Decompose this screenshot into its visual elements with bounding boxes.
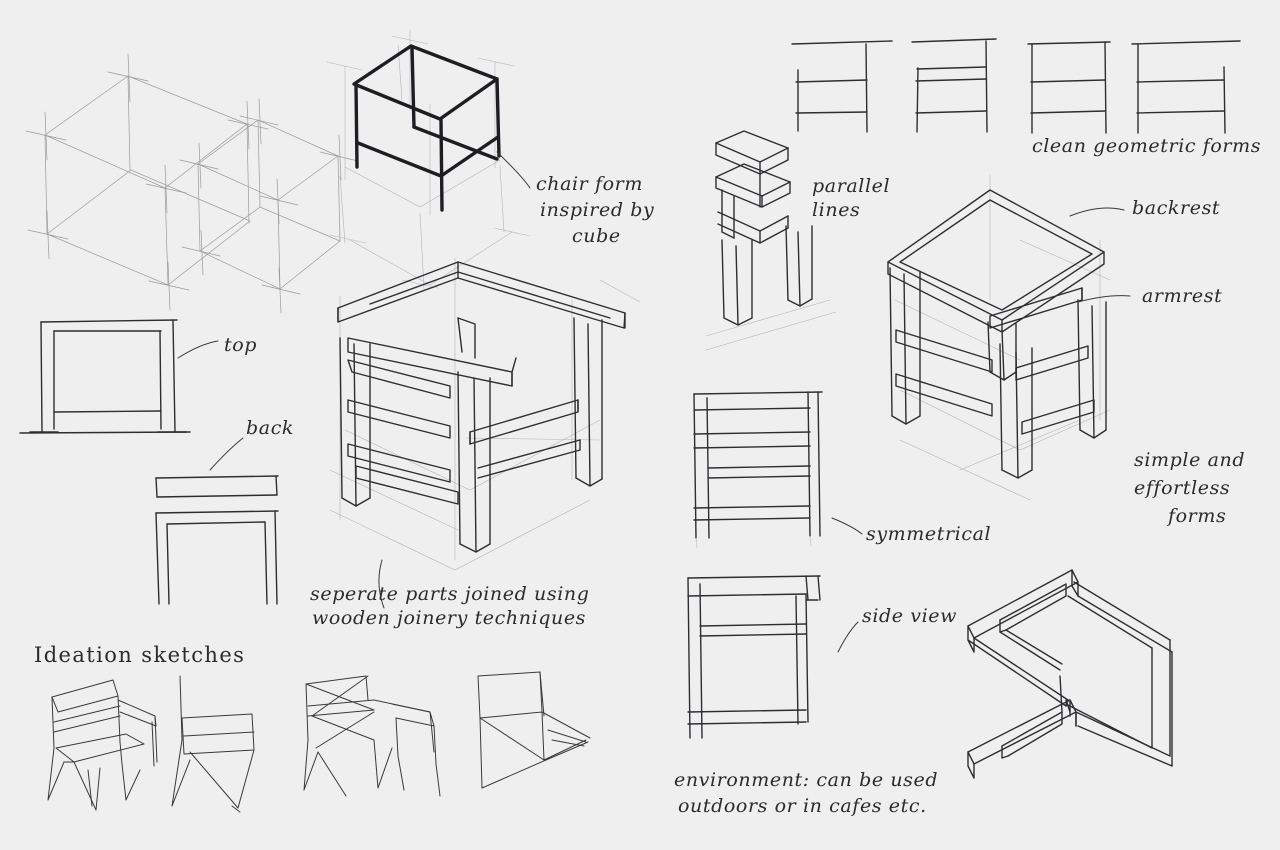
environment-note: environment: can be used outdoors or in …: [674, 769, 938, 817]
annotation-back: back: [246, 417, 294, 439]
annotation-joinery-line2: wooden joinery techniques: [312, 607, 586, 629]
iso-side-form-sketch: [967, 569, 1173, 779]
detailed-chair-sketch: backrest armrest simple and effortless f…: [887, 174, 1245, 527]
annotation-parallel-line2: lines: [812, 199, 860, 221]
annotation-backrest: backrest: [1132, 197, 1220, 219]
chair-form-callout: chair form inspired by cube: [496, 151, 654, 247]
cube-chair-frame-sketch: [326, 29, 531, 290]
construction-cubes-sketch: [25, 53, 359, 314]
annotation-simple-line1: simple and: [1134, 449, 1245, 471]
armrest-study-sketch: parallel lines: [705, 130, 890, 351]
annotation-joinery-line1: seperate parts joined using: [310, 583, 589, 605]
annotation-parallel-line1: parallel: [812, 175, 890, 197]
annotation-side-view: side view: [862, 605, 957, 627]
annotation-top: top: [224, 334, 257, 356]
ideation-sketches-group: Ideation sketches: [34, 643, 591, 813]
annotation-simple-line3: forms: [1166, 505, 1226, 527]
back-view-sketch: back: [155, 417, 294, 605]
front-slats-sketch: symmetrical: [693, 391, 991, 549]
annotation-chair-form-line3: cube: [572, 225, 621, 247]
annotation-clean-forms: clean geometric forms: [1032, 135, 1261, 157]
top-view-sketch: top: [19, 319, 257, 434]
annotation-ideation-title: Ideation sketches: [34, 643, 245, 667]
frame-studies-sketch: clean geometric forms: [791, 38, 1261, 157]
annotation-environment-line1: environment: can be used: [674, 769, 938, 791]
annotation-chair-form-line1: chair form: [536, 173, 643, 195]
annotation-environment-line2: outdoors or in cafes etc.: [678, 795, 927, 817]
annotation-armrest: armrest: [1142, 285, 1222, 307]
annotation-chair-form-line2: inspired by: [540, 199, 654, 221]
annotation-simple-line2: effortless: [1134, 477, 1230, 499]
main-chair-sketch: seperate parts joined using wooden joine…: [310, 257, 641, 629]
side-elevation-sketch: side view: [687, 575, 957, 739]
annotation-symmetrical: symmetrical: [866, 523, 991, 545]
